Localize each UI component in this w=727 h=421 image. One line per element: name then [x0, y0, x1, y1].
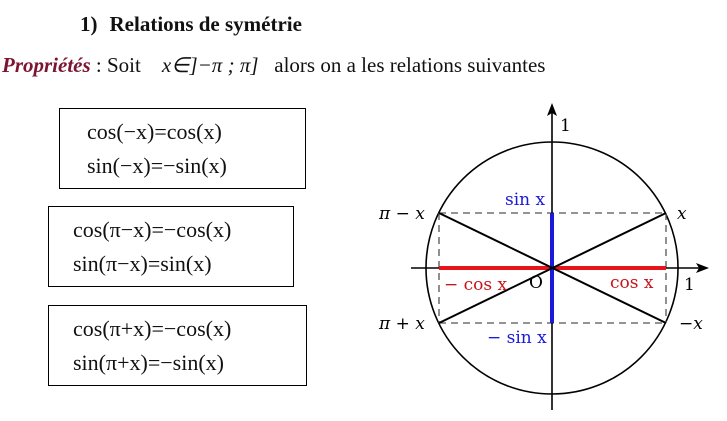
formula-sin-pi-plus: sin(π+x)=−sin(x) — [73, 350, 224, 375]
point-x-label: x — [677, 204, 687, 224]
property-label: Propriétés — [2, 53, 91, 77]
point-pi-minus-x-label: π − x — [378, 204, 425, 224]
formula-box-supplementary: cos(π−x)=−cos(x) sin(π−x)=sin(x) — [48, 206, 294, 287]
sin-x-label: sin x — [505, 190, 546, 210]
section-heading: 1) Relations de symétrie — [80, 12, 302, 37]
origin-label: O — [529, 273, 543, 293]
y-axis-arrow-icon — [547, 103, 557, 116]
formula-box-opposite: cos(−x)=cos(x) sin(−x)=−sin(x) — [59, 108, 306, 189]
formula-cos-opposite: cos(−x)=cos(x) — [87, 119, 222, 144]
formula-sin-pi-minus: sin(π−x)=sin(x) — [73, 251, 212, 276]
x-axis-unit-label: 1 — [684, 275, 695, 295]
formula-sin-opposite: sin(−x)=−sin(x) — [87, 153, 227, 178]
section-title: Relations de symétrie — [109, 12, 302, 36]
formula-box-pi-plus: cos(π+x)=−cos(x) sin(π+x)=−sin(x) — [48, 305, 307, 386]
cos-x-label: cos x — [610, 273, 654, 293]
property-statement: Propriétés : Soit x∈]−π ; π] alors on a … — [2, 53, 545, 78]
formula-cos-pi-minus: cos(π−x)=−cos(x) — [73, 217, 232, 242]
property-text-after: alors on a les relations suivantes — [258, 53, 546, 77]
minus-sin-x-label: − sin x — [487, 328, 547, 348]
property-text-before: : Soit — [90, 53, 162, 77]
minus-cos-x-label: − cos x — [444, 275, 508, 295]
point-pi-plus-x-label: π + x — [378, 314, 425, 334]
section-number: 1) — [80, 12, 98, 36]
point-minus-x-label: −x — [679, 314, 703, 334]
diagonal-pi-plus-x-to-x — [438, 212, 667, 324]
x-axis-arrow-icon — [696, 263, 709, 273]
formula-cos-pi-plus: cos(π+x)=−cos(x) — [73, 316, 232, 341]
property-condition: x∈]−π ; π] — [161, 53, 259, 77]
y-axis-unit-label: 1 — [560, 116, 571, 136]
